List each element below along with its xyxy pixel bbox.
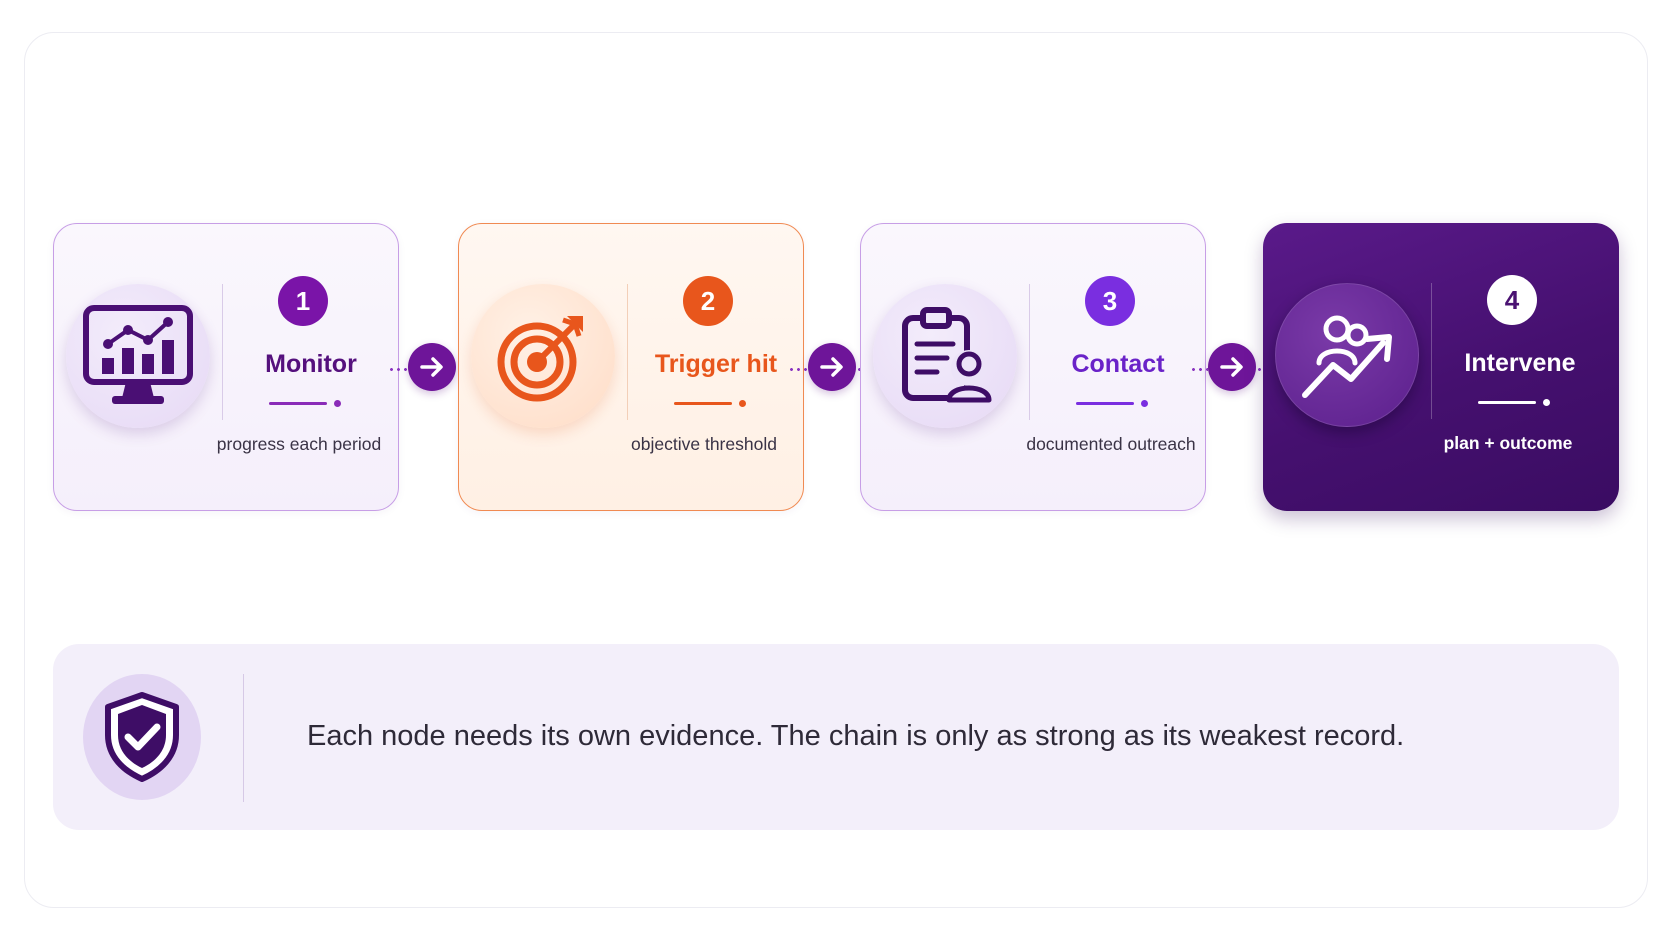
step-title: Trigger hit [654, 350, 778, 378]
title-underline-dot [739, 400, 746, 407]
title-underline [1076, 402, 1134, 405]
arrow-right-icon [1208, 343, 1256, 391]
evidence-note-panel: Each node needs its own evidence. The ch… [53, 644, 1619, 830]
card-divider [1431, 283, 1432, 419]
title-underline-dot [1141, 400, 1148, 407]
step-title: Contact [1071, 350, 1165, 378]
people-growth-icon [1275, 283, 1419, 427]
step-card-contact: 3 Contact documented outreach [860, 223, 1206, 511]
card-divider [627, 284, 628, 420]
dotted-line [388, 368, 408, 371]
target-icon [471, 284, 615, 428]
step-card-intervene: 4 Intervene plan + outcome [1263, 223, 1619, 511]
arrow-right-icon [408, 343, 456, 391]
step-subtitle: progress each period [216, 434, 382, 454]
step-number-badge: 3 [1085, 276, 1135, 326]
step-subtitle: objective threshold [631, 434, 777, 454]
step-number-badge: 2 [683, 276, 733, 326]
step-subtitle: plan + outcome [1443, 433, 1573, 453]
monitor-chart-icon [66, 284, 210, 428]
dotted-line [788, 368, 808, 371]
title-underline [674, 402, 732, 405]
card-divider [222, 284, 223, 420]
dotted-line [1190, 368, 1208, 371]
step-subtitle: documented outreach [1026, 434, 1196, 454]
step-number-badge: 1 [278, 276, 328, 326]
step-title: Monitor [265, 350, 357, 378]
connector-3-4 [1190, 343, 1272, 397]
step-number-badge: 4 [1487, 275, 1537, 325]
arrow-right-icon [808, 343, 856, 391]
title-underline [269, 402, 327, 405]
note-text: Each node needs its own evidence. The ch… [307, 720, 1405, 752]
clipboard-person-icon [873, 284, 1017, 428]
note-divider [243, 674, 244, 802]
title-underline-dot [334, 400, 341, 407]
step-title: Intervene [1464, 349, 1576, 377]
card-divider [1029, 284, 1030, 420]
step-card-monitor: 1 Monitor progress each period [53, 223, 399, 511]
step-card-trigger-hit: 2 Trigger hit objective threshold [458, 223, 804, 511]
shield-check-icon [83, 674, 201, 800]
title-underline-dot [1543, 399, 1550, 406]
title-underline [1478, 401, 1536, 404]
